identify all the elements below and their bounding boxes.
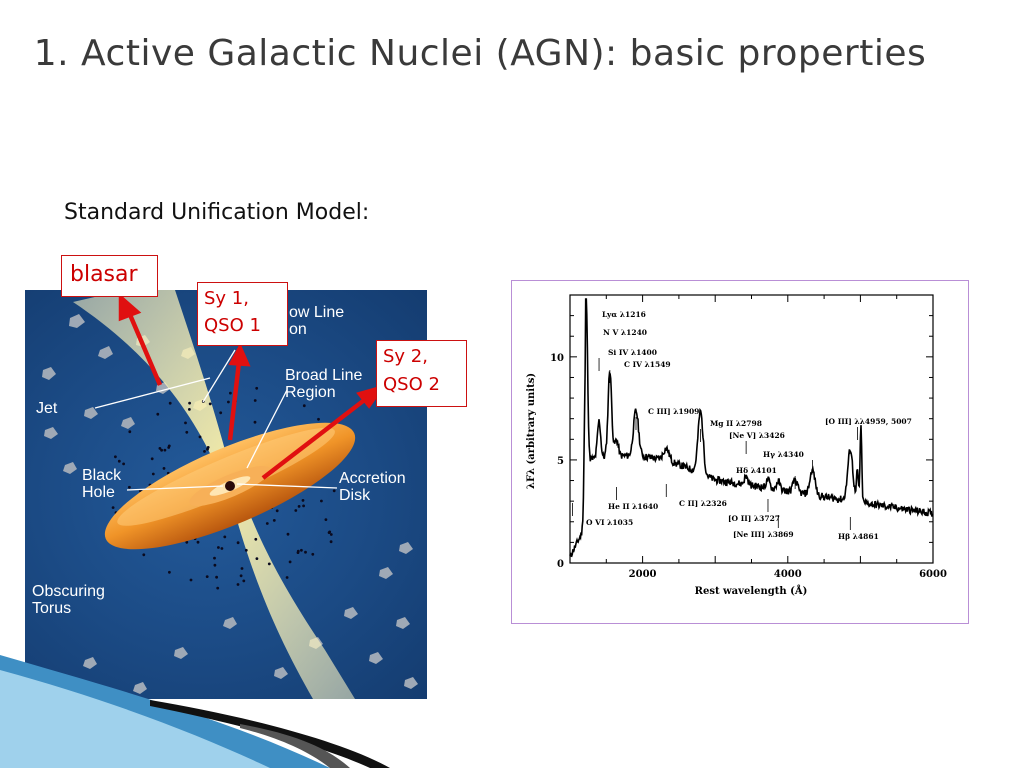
label-leaders <box>94 349 338 491</box>
emission-line-label: Hβ λ4861 <box>838 532 879 541</box>
emission-line-label: C IV λ1549 <box>624 360 671 369</box>
emission-line-label: He II λ1640 <box>608 502 658 511</box>
emission-line-label: Hγ λ4340 <box>763 450 804 459</box>
y-tick-label: 0 <box>557 559 564 570</box>
emission-line-label: [O II] λ3727 <box>728 514 780 523</box>
callout-sy1: Sy 1, QSO 1 <box>197 282 288 346</box>
spectrum-curve <box>569 298 934 558</box>
agn-illustration <box>42 290 418 699</box>
emission-line-label: C III] λ1909 <box>648 407 699 416</box>
x-axis-label: Rest wavelength (Å) <box>695 585 808 597</box>
emission-line-label: Mg II λ2798 <box>710 419 762 428</box>
callout-sy2: Sy 2, QSO 2 <box>376 340 467 407</box>
slide-subtitle: Standard Unification Model: <box>64 200 370 225</box>
x-tick-label: 2000 <box>629 569 657 580</box>
emission-line-label: Lyα λ1216 <box>602 310 646 319</box>
y-tick-label: 10 <box>550 353 564 364</box>
x-tick-label: 4000 <box>774 569 802 580</box>
label-accretion-disk: Accretion Disk <box>339 470 406 504</box>
spectrum-plot: Lyα λ1216 N V λ1240 Si IV λ1400 C IV λ1549C… <box>526 294 947 597</box>
y-axis-label: λFλ (arbitrary units) <box>526 373 537 489</box>
black-hole <box>225 481 235 491</box>
x-tick-label: 6000 <box>919 569 947 580</box>
viewing-arrows <box>118 293 387 480</box>
label-narrow-line-region: ow Line on <box>289 304 345 338</box>
label-jet: Jet <box>36 400 58 417</box>
emission-line-label: C II] λ2326 <box>679 499 727 508</box>
agn-diagram: ow Line on Broad Line Region Jet Black H… <box>25 290 427 699</box>
emission-line-label: Si IV λ1400 <box>608 348 657 357</box>
emission-line-label: O VI λ1035 <box>586 518 633 527</box>
emission-line-label: N V λ1240 <box>603 328 647 337</box>
label-broad-line-region: Broad Line Region <box>285 367 363 401</box>
relativistic-jet <box>73 290 355 699</box>
label-obscuring-torus: Obscuring Torus <box>32 583 105 617</box>
emission-line-label: [O III] λλ4959, 5007 <box>825 417 912 426</box>
callout-blasar: blasar <box>61 255 158 297</box>
label-black-hole: Black Hole <box>82 467 122 501</box>
y-tick-label: 5 <box>557 456 564 467</box>
emission-line-label: [Ne V] λ3426 <box>729 431 785 440</box>
emission-line-label: Hδ λ4101 <box>736 466 777 475</box>
slide-title: 1. Active Galactic Nuclei (AGN): basic p… <box>33 33 927 74</box>
emission-line-label: [Ne III] λ3869 <box>733 530 794 539</box>
